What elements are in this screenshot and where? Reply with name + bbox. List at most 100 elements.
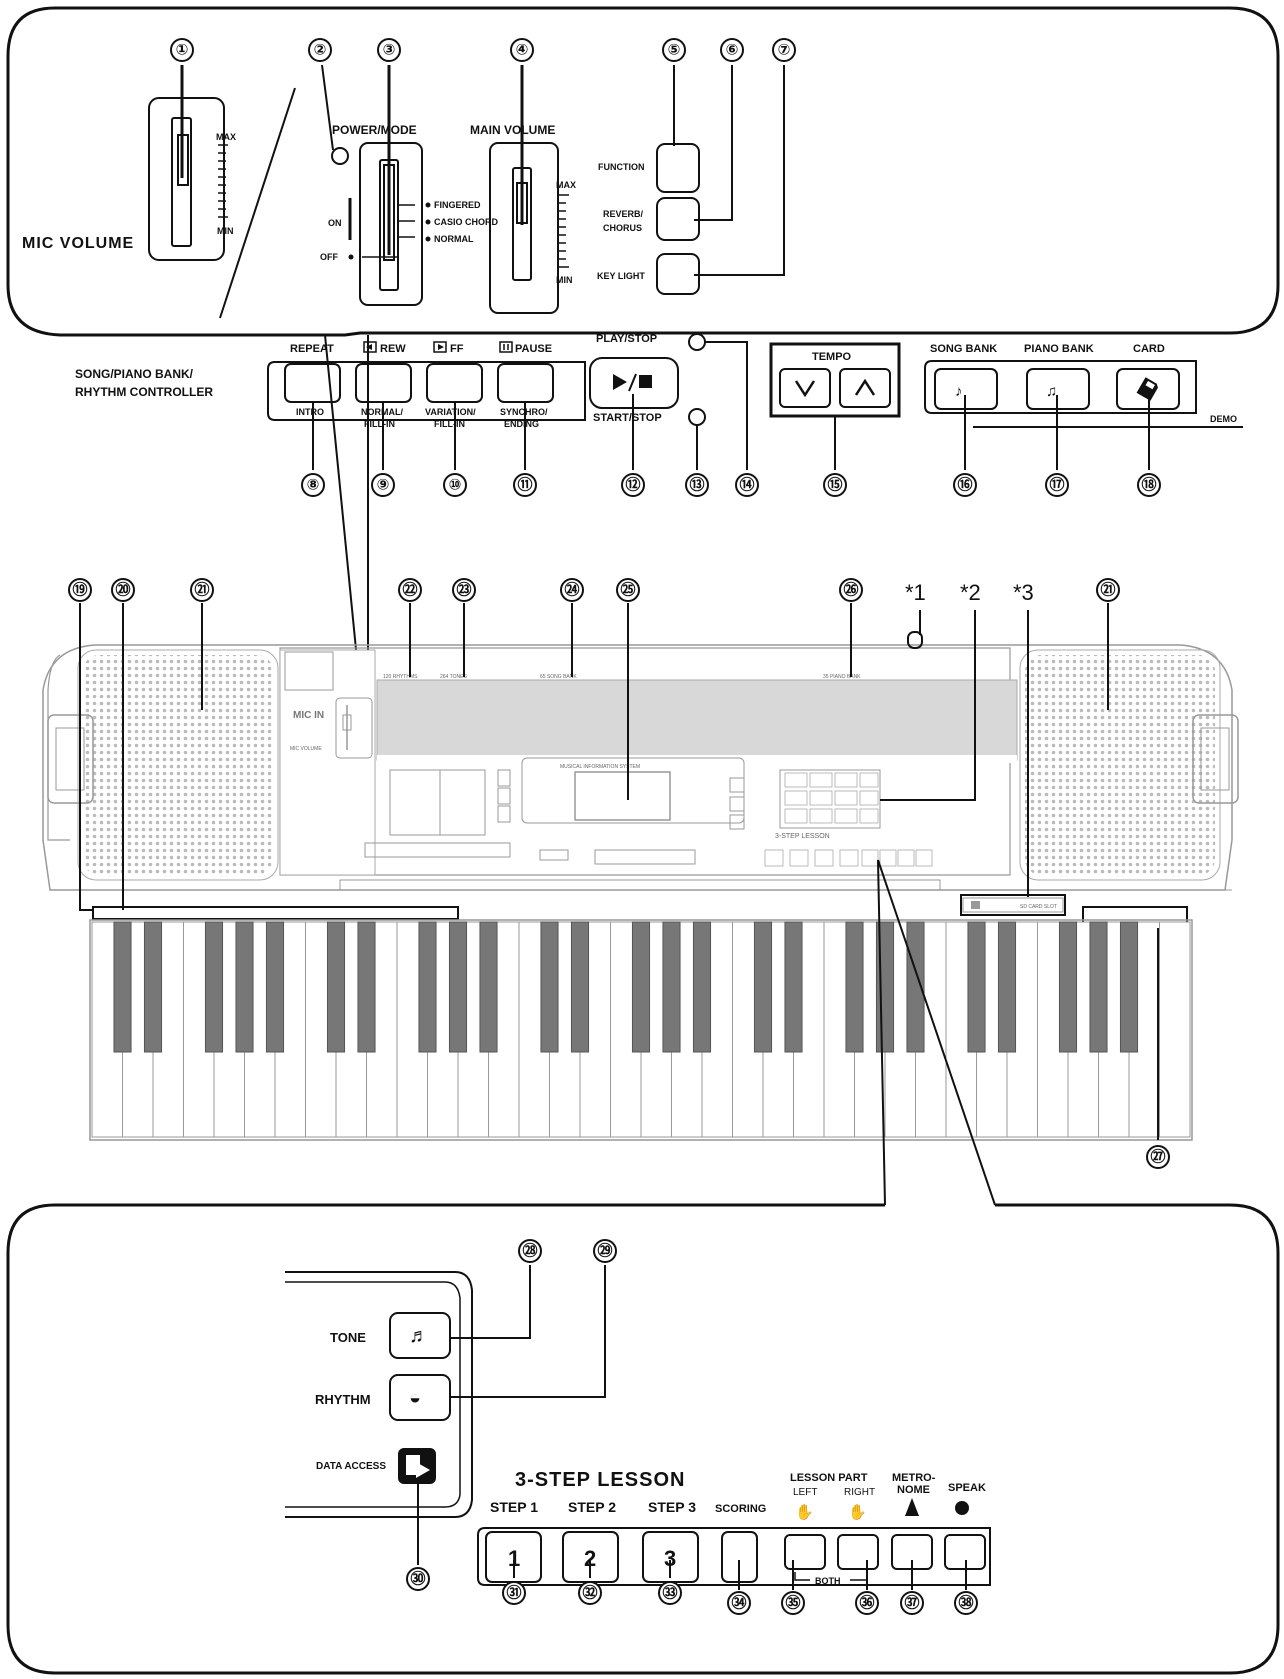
kb-tones: 264 TONES [440, 674, 467, 680]
metronome-label-1: METRO- [892, 1472, 936, 1484]
lesson-left-button[interactable] [784, 1534, 826, 1570]
black-key[interactable] [845, 921, 864, 1053]
black-key[interactable] [1089, 921, 1108, 1053]
bottom-leader-right [877, 859, 996, 1206]
reverb-chorus-button[interactable] [657, 198, 699, 240]
ff-button[interactable] [426, 363, 483, 403]
rew-button[interactable] [355, 363, 412, 403]
key-light-button[interactable] [657, 254, 699, 294]
metronome-icon [905, 1498, 919, 1516]
black-key[interactable] [692, 921, 712, 1053]
svg-text:*2: *2 [960, 580, 981, 605]
card-icon [1136, 377, 1158, 401]
rhythm-label: RHYTHM [315, 1392, 371, 1407]
mic-volume-max: MAX [216, 132, 236, 142]
mic-volume-slider [148, 65, 228, 261]
tempo-down-button[interactable] [779, 368, 831, 408]
pause-button[interactable] [497, 363, 554, 403]
black-key[interactable] [265, 921, 285, 1053]
kb-three-step: 3-STEP LESSON [775, 833, 830, 840]
black-key[interactable] [784, 921, 803, 1053]
svg-text:⑥: ⑥ [726, 42, 739, 59]
black-key[interactable] [235, 921, 254, 1053]
black-key[interactable] [631, 921, 651, 1053]
lesson-part-label: LESSON PART [790, 1472, 868, 1484]
black-key[interactable] [357, 921, 376, 1053]
play-stop-icon [613, 373, 652, 392]
black-key[interactable] [418, 921, 437, 1053]
bank-strip [924, 360, 1197, 414]
svg-text:㉔: ㉔ [564, 581, 579, 599]
function-button[interactable] [657, 144, 699, 192]
step1-digit: 1 [508, 1546, 520, 1571]
tempo-label: TEMPO [812, 351, 852, 363]
bottom-panel-frame [6, 1203, 1280, 1675]
svg-text:⑮: ⑮ [827, 476, 842, 494]
svg-text:㉜: ㉜ [582, 1584, 597, 1602]
callout-lines-16-18 [964, 395, 1150, 470]
svg-text:㉘: ㉘ [522, 1242, 537, 1260]
variation-fill-2: FILL-IN [434, 419, 465, 429]
song-bank-icon: ♪ [955, 383, 963, 400]
black-key[interactable] [448, 921, 468, 1053]
black-key[interactable] [143, 921, 163, 1053]
divider-diagonal [219, 87, 296, 319]
top-panel-leader-left [324, 334, 361, 691]
svg-text:㉓: ㉓ [456, 581, 471, 599]
svg-text:⑤: ⑤ [668, 42, 681, 59]
repeat-label: REPEAT [290, 343, 334, 355]
rew-label: REW [380, 343, 406, 355]
tempo-up-icon [854, 378, 876, 396]
svg-text:⑧: ⑧ [307, 477, 320, 494]
power-mode-switch [359, 65, 423, 306]
svg-text:⑱: ⑱ [1141, 476, 1156, 494]
black-key[interactable] [997, 921, 1017, 1053]
black-key[interactable] [753, 921, 773, 1053]
black-key[interactable] [906, 921, 925, 1053]
intro-label: INTRO [296, 407, 324, 417]
top-callouts: ① ② ③ ④ ⑤ ⑥ ⑦ ⑧ ⑨ ⑩ ⑪ ⑫ ⑬ ⑭ ⑮ ⑯ ⑰ ⑱ [170, 38, 1161, 497]
right-label: RIGHT [844, 1487, 875, 1498]
callout-lines-8-14 [312, 341, 748, 470]
both-label: BOTH [815, 1576, 841, 1586]
tempo-up-button[interactable] [839, 368, 891, 408]
black-key[interactable] [1058, 921, 1078, 1053]
svg-text:⑩: ⑩ [449, 477, 462, 494]
svg-text:㉞: ㉞ [731, 1594, 746, 1612]
left-label: LEFT [793, 1487, 817, 1498]
svg-text:㉕: ㉕ [620, 581, 635, 599]
chord-key-range-box [92, 906, 459, 920]
piano-keys [91, 921, 1191, 1138]
svg-text:④: ④ [516, 42, 529, 59]
main-volume-label: MAIN VOLUME [470, 123, 555, 137]
controller-label-1: SONG/PIANO BANK/ [75, 367, 194, 381]
kb-rhythms: 120 RHYTHMS [383, 674, 418, 680]
ff-icon [433, 341, 447, 353]
demo-label: DEMO [1210, 414, 1237, 424]
black-key[interactable] [967, 921, 986, 1053]
left-hand-icon: ✋ [795, 1503, 814, 1521]
lesson-right-button[interactable] [837, 1534, 879, 1570]
black-key[interactable] [113, 921, 132, 1053]
tone-button[interactable] [389, 1312, 451, 1359]
white-key[interactable] [1159, 921, 1191, 1138]
svg-text:①: ① [176, 42, 189, 59]
black-key[interactable] [540, 921, 559, 1053]
black-key[interactable] [326, 921, 346, 1053]
tone-label: TONE [330, 1330, 366, 1345]
svg-text:㊳: ㊳ [958, 1594, 973, 1612]
power-mode-label: POWER/MODE [332, 123, 417, 137]
kb-mis: MUSICAL INFORMATION SYSTEM [560, 764, 640, 770]
black-key[interactable] [662, 921, 681, 1053]
rew-icon [363, 341, 377, 353]
black-key[interactable] [570, 921, 590, 1053]
black-key[interactable] [1119, 921, 1139, 1053]
keybed-frame [89, 919, 1193, 1141]
svg-text:⑫: ⑫ [625, 476, 640, 494]
synchro-ending-2: ENDING [504, 419, 539, 429]
black-key[interactable] [479, 921, 498, 1053]
rhythm-icon: ◒ [409, 1387, 421, 1409]
black-key[interactable] [204, 921, 224, 1053]
svg-text:㉛: ㉛ [506, 1584, 521, 1602]
